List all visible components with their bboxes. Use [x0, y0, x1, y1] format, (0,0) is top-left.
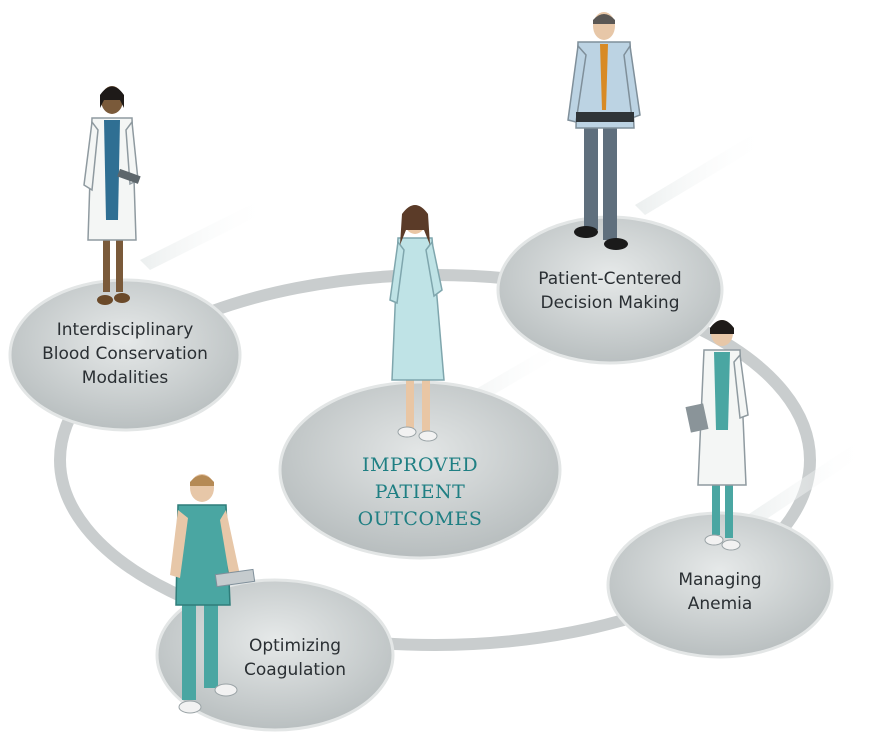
center-outcome-label: IMPROVED PATIENT OUTCOMES [310, 452, 530, 533]
label-line: Interdisciplinary [56, 320, 194, 340]
doctor-female-figure [83, 86, 141, 305]
doctor-right-figure [685, 320, 749, 551]
figure-shadow [740, 440, 870, 530]
center-label-line: PATIENT [374, 481, 466, 503]
label-line: Patient-Centered [538, 269, 682, 289]
label-line: Coagulation [244, 660, 346, 680]
label-line: Optimizing [248, 636, 342, 656]
figure-shadow [140, 200, 270, 270]
patient-figure [389, 205, 445, 442]
label-decision-making: Patient-Centered Decision Making [505, 267, 715, 315]
label-line: Managing [678, 570, 762, 590]
label-coagulation: Optimizing Coagulation [195, 634, 395, 682]
label-line: Blood Conservation [42, 344, 208, 364]
label-line: Decision Making [540, 293, 680, 313]
disc-blood-conservation [8, 278, 242, 432]
label-blood-conservation: Interdisciplinary Blood Conservation Mod… [15, 318, 235, 390]
figure-shadow [635, 130, 770, 215]
center-label-line: IMPROVED [361, 454, 479, 476]
center-label-line: OUTCOMES [357, 508, 483, 530]
nurse-scrubs-figure [170, 474, 256, 714]
doctor-male-figure [567, 12, 641, 250]
disc-center [278, 380, 562, 560]
label-line: Anemia [687, 594, 753, 614]
label-line: Modalities [81, 368, 169, 388]
label-anemia: Managing Anemia [615, 568, 825, 616]
